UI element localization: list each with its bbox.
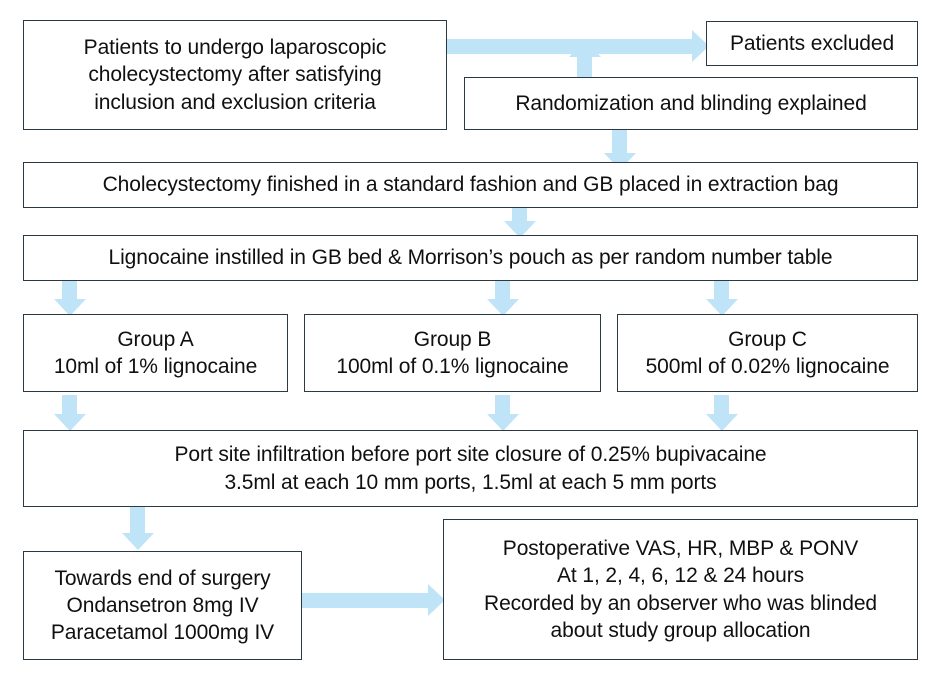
arrow-lignocaine-to-group-c	[706, 278, 738, 318]
group-b-box: Group B 100ml of 0.1% lignocaine	[304, 314, 601, 392]
group-a-box: Group A 10ml of 1% lignocaine	[23, 314, 288, 392]
arrow-head	[487, 299, 519, 316]
arrow-port-site-to-end-of-surgery	[122, 505, 154, 553]
lignocaine-instilled-box: Lignocaine instilled in GB bed & Morriso…	[23, 235, 918, 281]
box-line: At 1, 2, 4, 6, 12 & 24 hours	[556, 564, 805, 588]
randomization-box: Randomization and blinding explained	[464, 77, 918, 130]
arrow-head	[54, 414, 86, 431]
arrow-group-b-to-port-site	[487, 395, 519, 435]
arrow-group-a-to-port-site	[54, 395, 86, 435]
patients-to-undergo-box: Patients to undergo laparoscopic cholecy…	[23, 20, 447, 130]
box-line: about study group allocation	[550, 618, 811, 642]
box-line: Towards end of surgery	[54, 566, 271, 590]
arrow-head	[504, 221, 536, 238]
box-line: Cholecystectomy finished in a standard f…	[102, 173, 839, 197]
box-line: Postoperative VAS, HR, MBP & PONV	[502, 536, 859, 560]
cholecystectomy-finished-box: Cholecystectomy finished in a standard f…	[23, 162, 918, 208]
box-line: inclusion and exclusion criteria	[94, 90, 376, 114]
arrow-shaft	[130, 505, 145, 535]
towards-end-of-surgery-box: Towards end of surgery Ondansetron 8mg I…	[23, 551, 302, 660]
box-line: Group C	[728, 327, 807, 351]
box-line: Group B	[413, 327, 492, 351]
box-line: Patients excluded	[729, 31, 895, 55]
arrow-randomization-to-flow	[569, 40, 601, 81]
box-line: Patients to undergo laparoscopic	[83, 36, 387, 60]
box-line: 500ml of 0.02% lignocaine	[645, 355, 890, 378]
box-line: 100ml of 0.1% lignocaine	[336, 355, 569, 378]
arrow-shaft	[62, 278, 77, 301]
arrow-shaft	[495, 395, 510, 416]
arrow-lignocaine-to-group-a	[54, 278, 86, 318]
arrow-head	[54, 299, 86, 316]
patients-excluded-box: Patients excluded	[706, 21, 918, 66]
arrow-lignocaine-to-group-b	[487, 278, 519, 318]
box-line: Paracetamol 1000mg IV	[50, 621, 275, 645]
arrow-shaft	[612, 130, 627, 155]
port-site-infiltration-box: Port site infiltration before port site …	[23, 430, 918, 507]
arrow-shaft	[714, 278, 729, 301]
group-c-box: Group C 500ml of 0.02% lignocaine	[617, 314, 918, 392]
arrow-head	[692, 30, 709, 62]
arrow-head	[569, 40, 601, 57]
arrow-head	[487, 414, 519, 431]
arrow-shaft	[714, 395, 729, 416]
box-line: 3.5ml at each 10 mm ports, 1.5ml at each…	[224, 470, 717, 494]
arrow-head	[706, 414, 738, 431]
arrow-shaft	[302, 593, 430, 608]
box-line: Ondansetron 8mg IV	[66, 593, 259, 617]
box-line: Group A	[117, 327, 194, 351]
box-line: 10ml of 1% lignocaine	[53, 355, 258, 378]
box-line: Port site infiltration before port site …	[174, 443, 767, 467]
box-line: cholecystectomy after satisfying	[88, 63, 382, 87]
box-line: Lignocaine instilled in GB bed & Morriso…	[108, 246, 833, 270]
box-line: Recorded by an observer who was blinded	[484, 591, 877, 615]
arrow-head	[122, 533, 154, 550]
arrow-shaft	[62, 395, 77, 416]
arrow-shaft	[577, 55, 592, 81]
arrow-group-c-to-port-site	[706, 395, 738, 435]
arrow-head	[706, 299, 738, 316]
arrow-end-of-surgery-to-outcomes	[302, 584, 448, 616]
box-line: Randomization and blinding explained	[515, 91, 867, 115]
arrow-head	[428, 584, 445, 616]
arrow-shaft	[495, 278, 510, 301]
postoperative-outcomes-box: Postoperative VAS, HR, MBP & PONV At 1, …	[443, 519, 918, 660]
